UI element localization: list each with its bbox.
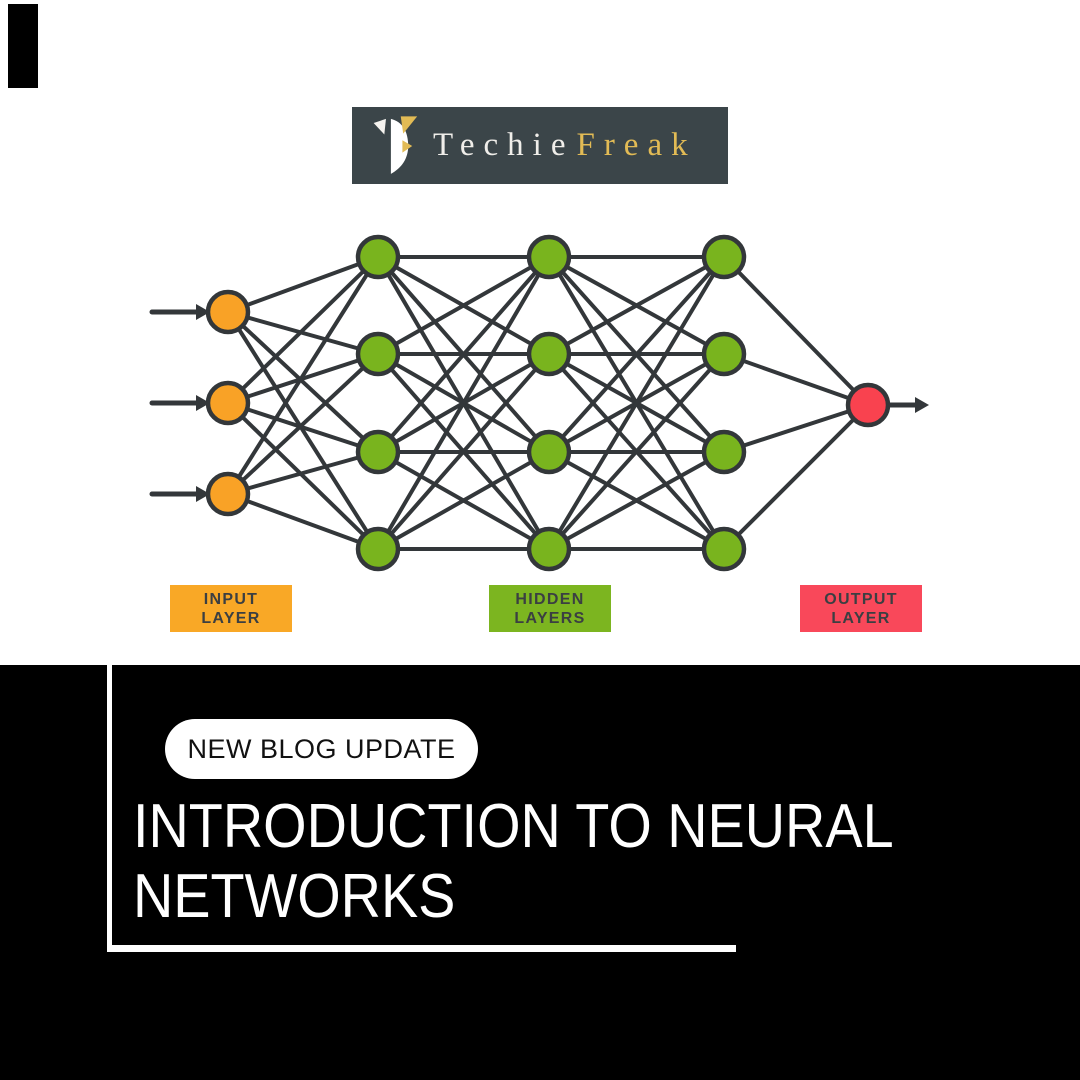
network-edge [226,310,380,551]
hidden-layer-2-node [526,331,572,377]
hidden-layer-1-node [355,234,401,280]
hidden-layer-3-node [701,331,747,377]
network-edge [722,403,870,551]
hidden-layer-2-node [526,234,572,280]
input-layer-node [205,471,251,517]
title-line-1: INTRODUCTION TO NEURAL [133,792,894,861]
hidden-layer-1-node [355,429,401,475]
badge-label: NEW BLOG UPDATE [187,733,456,764]
network-edge [547,255,726,551]
input-layer-node [205,380,251,426]
network-edge [547,352,726,551]
network-edge [722,403,870,454]
network-edge [226,255,380,496]
network-edge [722,352,870,407]
hidden-layer-3-node [701,526,747,572]
network-edge [226,310,380,454]
hidden-layer-2-node [526,429,572,475]
techiefreak-logo-text: TechieFreak [433,127,697,164]
corner-accent-bar [8,4,38,88]
output-arrow-head [915,397,929,413]
input-arrow-head [196,304,210,320]
network-edge [226,401,380,551]
post-title: INTRODUCTION TO NEURAL NETWORKS [133,792,894,932]
network-edge [547,255,726,356]
network-edge [376,255,551,551]
footer-section: NEW BLOG UPDATE INTRODUCTION TO NEURAL N… [0,665,1080,1080]
network-edge [226,401,380,454]
hidden-layer-3-node [701,429,747,475]
layer-label-line1: INPUT [203,590,259,608]
input-arrow-head [196,395,210,411]
brand-name-first: Techie [433,127,575,163]
input-arrow-head [196,486,210,502]
input-layer-node [205,289,251,335]
hidden-layer-3-node [701,234,747,280]
layer-label-line1: OUTPUT [824,590,898,608]
network-edge [722,255,870,407]
network-edge [226,352,380,496]
title-line-2: NETWORKS [133,862,456,931]
layer-label-line2: LAYER [201,609,261,627]
new-blog-badge: NEW BLOG UPDATE [165,719,478,779]
accent-vertical-line [107,665,112,952]
accent-horizontal-line [107,945,736,952]
hidden-layer-2-node [526,526,572,572]
techiefreak-logo-icon [373,115,418,174]
layer-label-line2: LAYER [831,609,891,627]
network-edge [226,492,380,551]
layer-label-line1: HIDDEN [515,590,585,608]
network-edge [376,352,551,551]
brand-name-second: Freak [576,127,697,163]
techiefreak-logo: TechieFreak [352,107,728,184]
network-edge [226,255,380,314]
layer-label-line2: LAYERS [514,609,586,627]
hidden-layer-1-node [355,331,401,377]
network-edge [547,255,726,454]
hidden-layer-1-node [355,526,401,572]
network-edge [226,450,380,496]
output-layer-node [845,382,891,428]
network-edge [376,255,551,454]
network-edge [226,255,380,405]
network-edge [547,450,726,551]
network-edge [226,310,380,356]
network-edge [376,255,551,356]
network-edge [376,450,551,551]
